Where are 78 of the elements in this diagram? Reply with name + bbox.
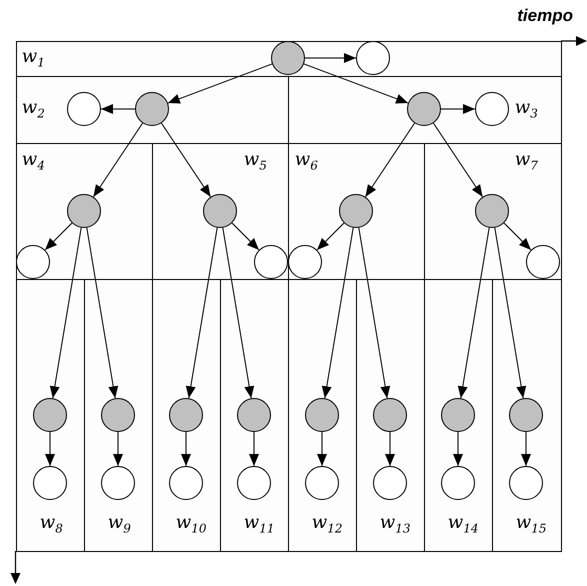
node-circle [100,398,135,432]
node-circle [32,398,67,432]
node-circle [236,398,271,432]
axis-label: tiempo [517,6,573,26]
region-label: w$_{15}$ [516,512,546,538]
node-circle [254,244,288,279]
arrow [50,227,82,399]
node-circle [508,466,543,500]
arrow [521,432,531,466]
arrow [232,222,260,250]
node-circle [304,398,339,432]
region-label: w$_{12}$ [312,512,342,538]
node-circle [134,92,169,126]
arrow [358,227,390,399]
region-cell [16,41,562,76]
arrow [113,432,123,466]
node-circle [474,92,509,126]
arrow [317,432,327,466]
arrow [44,222,72,250]
region-label: w$_{9}$ [108,512,131,538]
region-label: w$_{14}$ [448,512,478,538]
arrow [453,432,463,466]
node-circle [168,466,203,500]
arrow [322,227,354,399]
node-circle [168,398,203,432]
node-circle [372,466,407,500]
arrow [45,432,55,466]
node-circle [440,398,475,432]
node-circle [288,244,322,279]
node-circle [66,194,101,228]
arrow [364,122,416,198]
arrow [222,227,254,399]
node-circle [304,466,339,500]
region-label: w$_{6}$ [294,150,318,174]
node-circle [32,466,67,500]
node-circle [338,194,373,228]
region-label: w$_{8}$ [40,512,63,538]
node-circle [270,40,305,75]
node-circle [356,40,390,75]
node-circle [202,194,237,228]
arrow [86,227,118,399]
region-label: w$_{11}$ [244,512,274,538]
arrow [100,104,136,114]
arrow [186,227,218,399]
node-circle [526,244,560,279]
node-circle [16,244,50,279]
region-label: w$_{1}$ [22,46,45,72]
arrow [494,227,526,399]
arrow [160,122,212,198]
node-circle [66,92,101,126]
node-circle [236,466,271,500]
region-label: w$_{2}$ [22,98,45,122]
region-label: w$_{5}$ [244,150,267,174]
region-label: w$_{10}$ [176,512,206,538]
arrow [504,222,532,250]
node-circle [474,194,509,228]
arrow [249,432,259,466]
arrow [167,63,273,104]
arrow [385,432,395,466]
node-circle [372,398,407,432]
region-label: w$_{4}$ [22,150,45,174]
region-cell [16,279,84,552]
node-circle [406,92,441,126]
arrow [458,227,490,399]
region-cell [492,279,562,552]
region-label: w$_{7}$ [514,150,538,174]
arrow [304,53,356,63]
arrow [316,222,344,250]
node-circle [508,398,543,432]
arrow [440,104,476,114]
arrow [432,122,484,198]
node-circle [100,466,135,500]
arrow [92,122,144,198]
arrow [303,63,409,104]
region-label: w$_{3}$ [514,98,538,122]
region-label: w$_{13}$ [380,512,410,538]
node-circle [440,466,475,500]
arrow [181,432,191,466]
